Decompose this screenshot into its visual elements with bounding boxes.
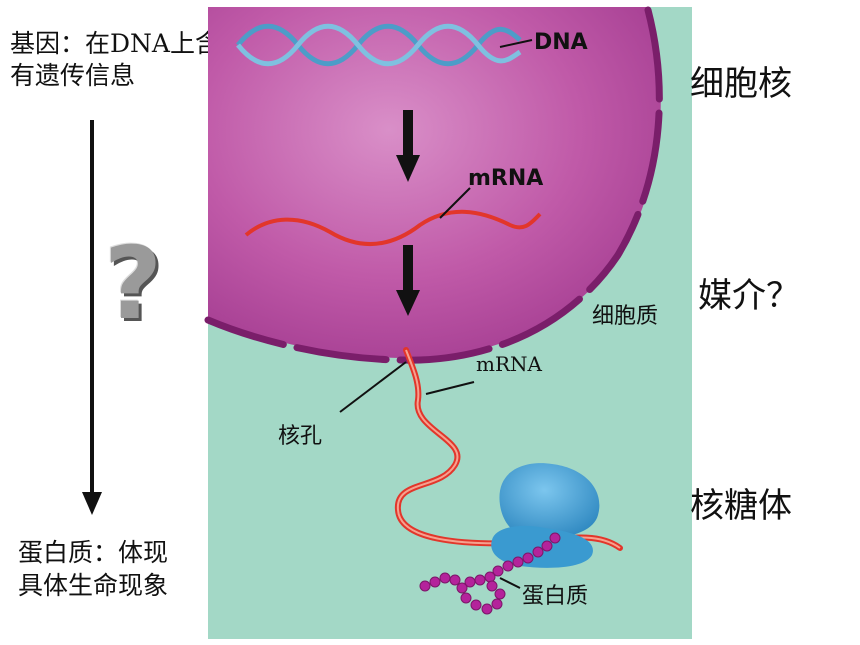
protein-text-line1: 蛋白质：体现 bbox=[18, 538, 169, 567]
label-medium: 媒介？ bbox=[698, 276, 800, 316]
label-ribosome: 核糖体 bbox=[690, 486, 792, 526]
gene-text-line1: 基因：在DNA上含 bbox=[10, 29, 220, 58]
label-nuclear-pore: 核孔 bbox=[278, 424, 323, 449]
question-mark-icon: ? bbox=[104, 225, 163, 342]
protein-chain bbox=[419, 532, 561, 615]
gene-text-line2: 有遗传信息 bbox=[10, 61, 136, 90]
dna-helix bbox=[236, 23, 522, 67]
label-nucleus: 细胞核 bbox=[690, 64, 792, 104]
nucleus bbox=[204, 6, 663, 364]
arrow-dna-to-mrna bbox=[396, 110, 420, 182]
mrna-nucleus bbox=[244, 209, 542, 247]
label-dna: DNA bbox=[534, 30, 588, 55]
left-down-arrow bbox=[82, 120, 102, 515]
ribosome-shape bbox=[491, 463, 600, 568]
label-mrna-nucleus: mRNA bbox=[468, 166, 544, 191]
label-cytoplasm: 细胞质 bbox=[592, 304, 659, 329]
label-mrna-cytoplasm: mRNA bbox=[476, 352, 542, 376]
arrow-mrna-to-pore bbox=[396, 245, 420, 316]
protein-text-line2: 具体生命现象 bbox=[18, 571, 169, 600]
label-protein: 蛋白质 bbox=[522, 584, 589, 609]
